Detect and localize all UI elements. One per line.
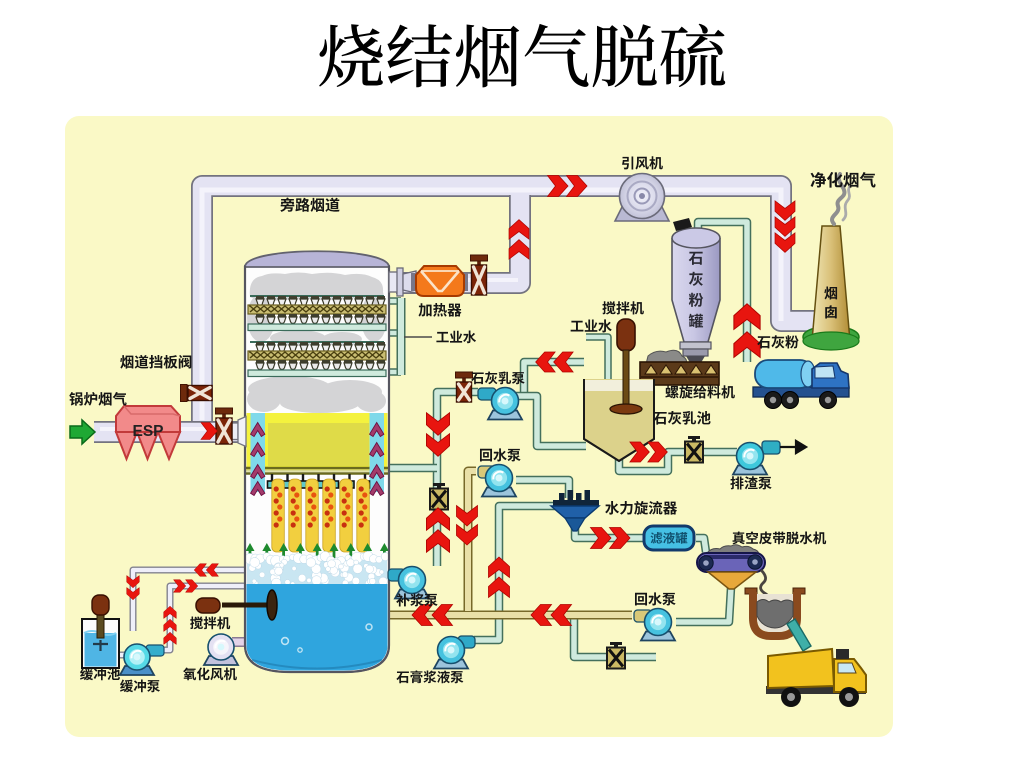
svg-text:ESP: ESP [132, 423, 163, 440]
